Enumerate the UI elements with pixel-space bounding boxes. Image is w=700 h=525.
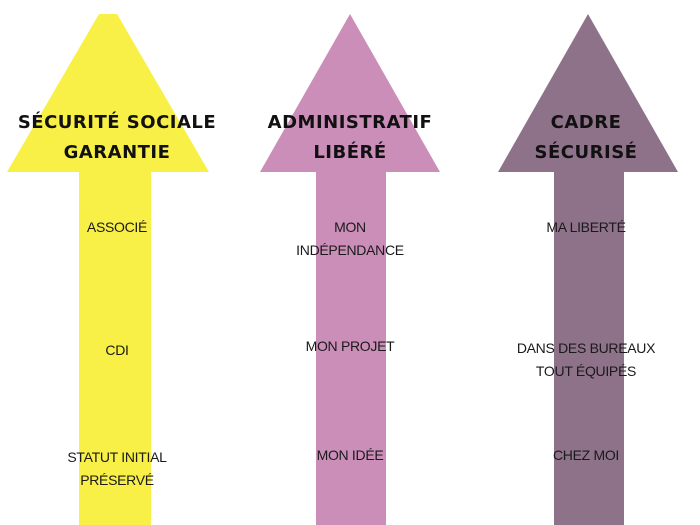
arrow-label-bottom: Mon idée bbox=[240, 444, 460, 467]
arrow-label-bottom: Statut initial préservé bbox=[7, 446, 227, 492]
arrow-shaft bbox=[554, 170, 624, 525]
arrow-head bbox=[498, 14, 678, 172]
arrow-title: Administratif libéré bbox=[240, 108, 460, 168]
arrow-title-line-1: Sécurité sociale bbox=[17, 112, 217, 133]
arrow-title-line-2: sécurisé bbox=[534, 142, 638, 163]
arrow-label-bottom: Chez moi bbox=[476, 444, 696, 467]
arrow-title: Cadre sécurisé bbox=[476, 108, 696, 168]
arrow-label-middle: Dans des bureaux tout équipés bbox=[476, 337, 696, 383]
arrow-title: Sécurité sociale garantie bbox=[7, 108, 227, 168]
arrow-shaft bbox=[316, 170, 386, 525]
label-line-1: Statut initial bbox=[67, 449, 167, 465]
arrow-shaft bbox=[79, 170, 151, 525]
arrow-label-top: Ma liberté bbox=[476, 216, 696, 239]
label-line-1: Mon idée bbox=[316, 447, 384, 463]
arrow-label-top: Mon indépendance bbox=[240, 216, 460, 262]
label-line-1: Associé bbox=[86, 219, 148, 235]
up-arrow-shape bbox=[498, 14, 678, 525]
label-line-1: Ma liberté bbox=[546, 219, 626, 235]
label-line-1: Mon bbox=[334, 219, 366, 235]
label-line-1: Chez moi bbox=[552, 447, 620, 463]
arrow-title-line-2: garantie bbox=[63, 142, 171, 163]
label-line-2: préservé bbox=[80, 472, 154, 488]
label-line-2: indépendance bbox=[296, 242, 404, 258]
arrow-title-line-2: libéré bbox=[313, 142, 387, 163]
label-line-2: tout équipés bbox=[535, 363, 637, 379]
arrow-securite-sociale: Sécurité sociale garantie Associé CDI St… bbox=[7, 0, 227, 525]
arrow-title-line-1: Administratif bbox=[267, 112, 433, 133]
arrow-title-line-1: Cadre bbox=[550, 112, 622, 133]
arrow-administratif: Administratif libéré Mon indépendance Mo… bbox=[240, 0, 460, 525]
arrow-label-top: Associé bbox=[7, 216, 227, 239]
arrow-label-middle: CDI bbox=[7, 339, 227, 362]
label-line-1: Dans des bureaux bbox=[516, 340, 656, 356]
arrow-head-tip bbox=[25, 14, 209, 172]
label-line-1: Mon projet bbox=[305, 338, 395, 354]
arrow-label-middle: Mon projet bbox=[240, 335, 460, 358]
label-line-1: CDI bbox=[105, 342, 129, 358]
arrow-head bbox=[260, 14, 440, 172]
arrow-cadre: Cadre sécurisé Ma liberté Dans des burea… bbox=[476, 0, 696, 525]
up-arrow-shape bbox=[7, 14, 209, 525]
up-arrow-shape bbox=[260, 14, 440, 525]
